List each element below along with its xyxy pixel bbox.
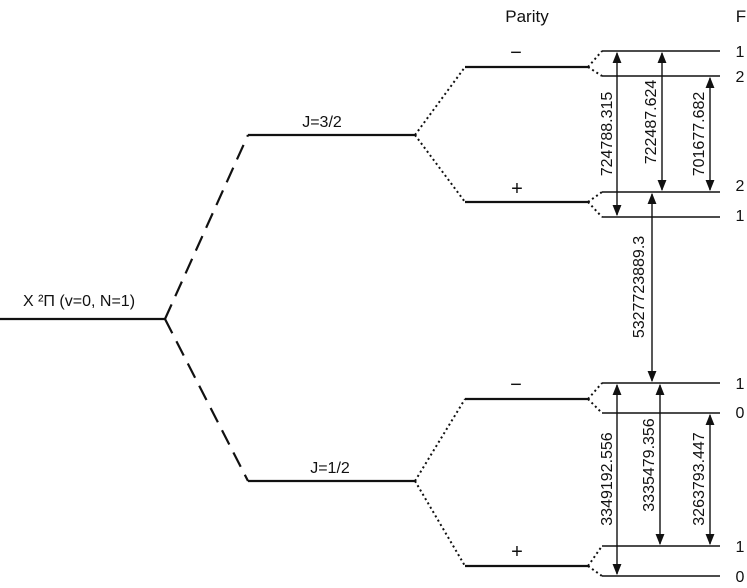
parity-sign-j32-minus: − [510,42,522,64]
j32-to-plus-connector [414,134,466,203]
parity-sign-j12-plus: + [511,541,523,563]
minus32-to-f2-connector [587,66,603,77]
transition-label-4: 5327723889.3 [631,236,648,338]
j32-to-minus-connector [414,66,466,136]
plus32-to-f2-connector [587,191,603,203]
transition-label-2: 722487.624 [643,80,660,165]
ground-state-label: X ²Π (v=0, N=1) [23,293,135,310]
minus12-to-f1-connector [587,382,603,400]
j12-label: J=1/2 [310,460,350,477]
f-label-j32-minus-f2: 2 [736,69,745,86]
j12-to-plus-connector [414,480,466,567]
minus12-to-f0-connector [587,398,603,414]
transition-label-3: 701677.682 [691,92,708,177]
f-label-j12-plus-f0: 0 [736,569,745,586]
f-label-j32-minus-f1: 1 [736,44,745,61]
transition-label-7: 3263793.447 [691,432,708,526]
parity-sign-j12-minus: − [510,374,522,396]
ground-to-j32-connector [163,134,250,320]
f-label-j12-minus-f0: 0 [736,405,745,422]
transition-label-1: 724788.315 [599,92,616,177]
f-header: F [736,7,746,26]
plus32-to-f1-connector [587,201,603,218]
f-label-j12-minus-f1: 1 [736,376,745,393]
plus12-to-f1-connector [587,545,603,567]
ground-to-j12-connector [164,318,249,482]
minus32-to-f1-connector [587,50,603,68]
f-label-j32-plus-f2: 2 [736,178,745,195]
plus12-to-f0-connector [587,565,603,577]
parity-sign-j32-plus: + [511,178,523,200]
j32-label: J=3/2 [302,114,342,131]
parity-header: Parity [505,7,549,26]
j12-to-minus-connector [414,398,466,482]
f-label-j12-plus-f1: 1 [736,539,745,556]
transition-label-6: 3335479.356 [641,418,658,512]
transition-label-5: 3349192.556 [599,432,616,526]
f-label-j32-plus-f1: 1 [736,208,745,225]
